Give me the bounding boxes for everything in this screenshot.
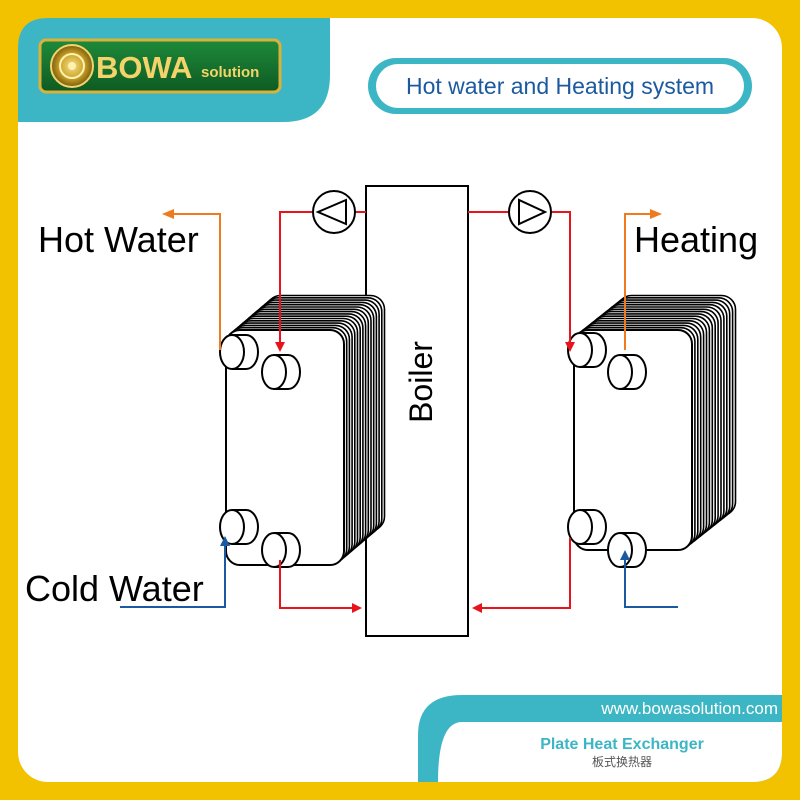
right-return-pipe (472, 538, 571, 613)
port-connector-icon (219, 334, 259, 370)
footer-white-panel (438, 722, 782, 782)
right-inlet-pipe (552, 211, 575, 352)
logo-word: BOWA (96, 50, 192, 85)
title-pill (376, 64, 744, 108)
boiler-label: Boiler (403, 341, 439, 423)
left-pump-icon (312, 190, 356, 234)
heating-label: Heating (634, 219, 758, 260)
port-connector-icon (219, 509, 259, 545)
plate-heat-exchanger-right (567, 294, 737, 568)
cold-water-pipe (120, 536, 230, 608)
heating-return-pipe (620, 550, 678, 608)
heating-pipe (624, 209, 662, 350)
left-inlet-pipe (275, 211, 312, 352)
bowa-logo: BOWA solution (38, 38, 282, 94)
website-url: www.bowasolution.com (600, 699, 778, 718)
left-boiler-loop (275, 211, 366, 613)
port-connector-icon (607, 532, 647, 568)
right-pump-icon (508, 190, 552, 234)
port-connector-icon (607, 354, 647, 390)
right-boiler-loop (468, 211, 575, 613)
page-title: Hot water and Heating system (406, 73, 714, 99)
cold-water-label: Cold Water (25, 568, 204, 609)
port-connector-icon (261, 354, 301, 390)
hot-water-label: Hot Water (38, 219, 199, 260)
port-connector-icon (567, 509, 607, 545)
left-return-pipe (279, 560, 362, 613)
plate-heat-exchanger-left (219, 294, 386, 568)
port-connector-icon (567, 332, 607, 368)
hot-water-pipe (162, 209, 221, 350)
product-name-cn: 板式换热器 (592, 755, 652, 769)
port-connector-icon (261, 532, 301, 568)
logo-sub: solution (201, 64, 259, 81)
product-name-en: Plate Heat Exchanger (540, 736, 704, 753)
